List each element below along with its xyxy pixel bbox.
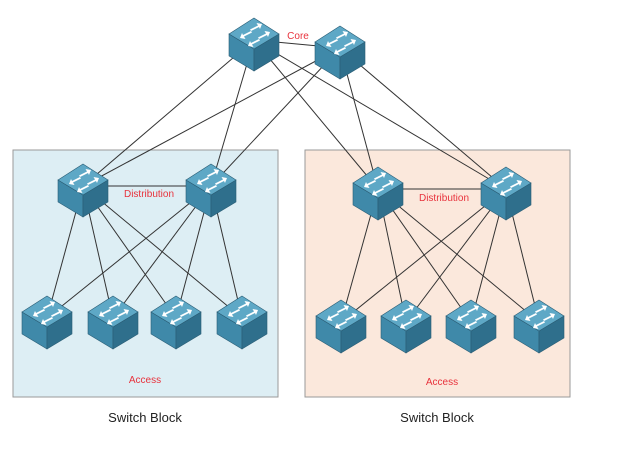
network-switch-icon xyxy=(352,166,404,221)
network-switch-icon xyxy=(57,163,109,218)
link-dist-4-acc-5 xyxy=(340,188,507,323)
switch-dist-4[interactable] xyxy=(480,166,532,221)
network-switch-icon xyxy=(87,295,139,350)
link-core-2-dist-4 xyxy=(339,47,507,190)
link-core-1-dist-1 xyxy=(82,39,255,187)
switch-acc-2[interactable] xyxy=(87,295,139,350)
right-access-label: Access xyxy=(425,377,459,388)
switch-dist-1[interactable] xyxy=(57,163,109,218)
link-dist-4-acc-6 xyxy=(405,188,507,323)
link-core-1-dist-4 xyxy=(253,39,507,190)
network-switch-icon xyxy=(445,299,497,354)
left-access-label: Access xyxy=(128,375,162,386)
switch-acc-7[interactable] xyxy=(445,299,497,354)
right-switch-block-label: Switch Block xyxy=(400,410,474,425)
left-distribution-label: Distribution xyxy=(123,189,175,200)
link-core-2-dist-2 xyxy=(210,47,341,187)
switch-acc-3[interactable] xyxy=(150,295,202,350)
network-switch-icon xyxy=(228,17,280,72)
left-switch-block-label: Switch Block xyxy=(108,410,182,425)
network-switch-icon xyxy=(480,166,532,221)
switch-acc-4[interactable] xyxy=(216,295,268,350)
network-switch-icon xyxy=(314,25,366,80)
network-switch-icon xyxy=(21,295,73,350)
link-dist-2-acc-1 xyxy=(46,185,212,319)
right-distribution-label: Distribution xyxy=(418,193,470,204)
link-dist-3-acc-7 xyxy=(377,188,472,323)
switch-core-2[interactable] xyxy=(314,25,366,80)
link-dist-2-acc-2 xyxy=(112,185,212,319)
switch-dist-2[interactable] xyxy=(185,163,237,218)
switch-acc-1[interactable] xyxy=(21,295,73,350)
network-switch-icon xyxy=(150,295,202,350)
network-switch-icon xyxy=(216,295,268,350)
network-switch-icon xyxy=(380,299,432,354)
link-core-1-dist-3 xyxy=(253,39,379,190)
switch-core-1[interactable] xyxy=(228,17,280,72)
core-label: Core xyxy=(287,31,309,42)
network-switch-icon xyxy=(185,163,237,218)
network-switch-icon xyxy=(315,299,367,354)
link-core-2-dist-1 xyxy=(82,47,341,187)
switch-dist-3[interactable] xyxy=(352,166,404,221)
switch-acc-6[interactable] xyxy=(380,299,432,354)
link-dist-3-acc-8 xyxy=(377,188,540,323)
switch-acc-8[interactable] xyxy=(513,299,565,354)
network-switch-icon xyxy=(513,299,565,354)
switch-acc-5[interactable] xyxy=(315,299,367,354)
